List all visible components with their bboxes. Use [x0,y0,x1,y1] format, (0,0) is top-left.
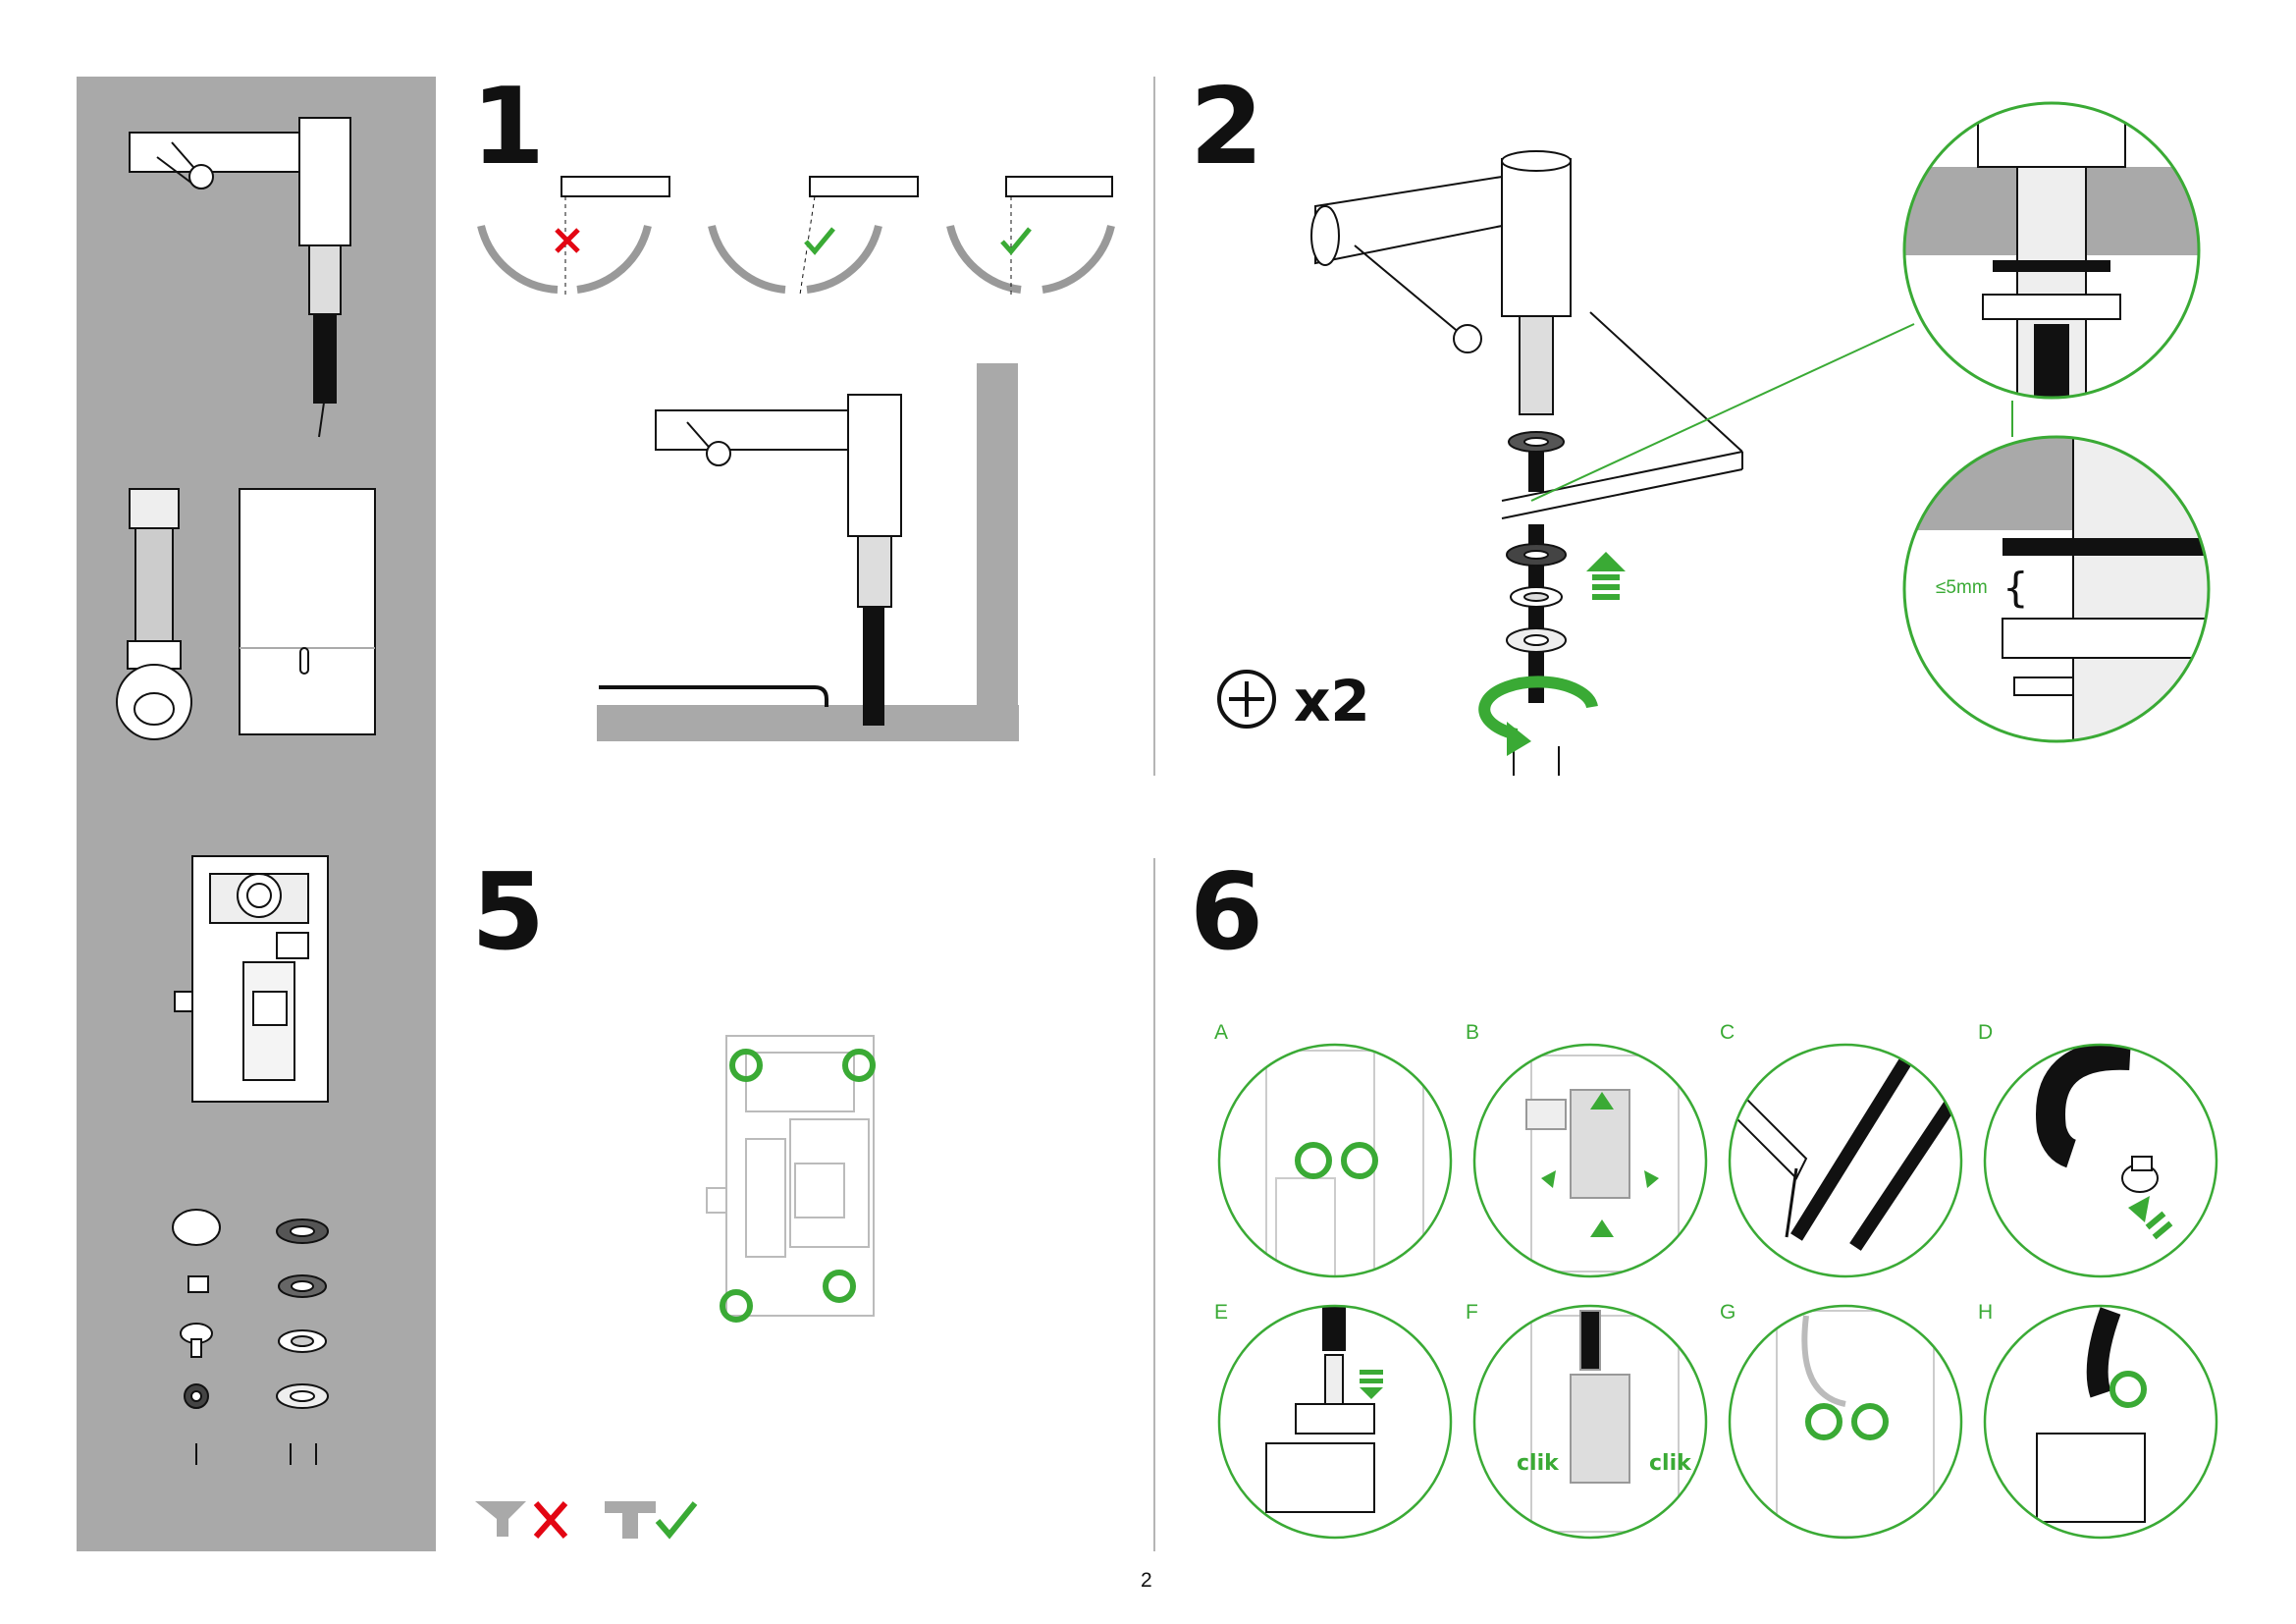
basin-wrong [477,176,670,295]
sub-step-a: A [1214,1021,1229,1044]
sub-step-g: G [1720,1301,1736,1324]
rotate-arrow-icon [1478,676,1598,740]
basin-right-2 [946,176,1115,295]
sub-step-d: D [1978,1021,1994,1044]
cross-icon [553,226,582,255]
rotate-arrow-icon [720,1049,876,1323]
small-parts [172,1209,329,1465]
gap-measurement: ≤5mm [1936,577,1988,598]
basin-right-1 [708,176,919,296]
template-card [239,488,376,735]
tap-step2 [1310,150,1572,776]
sub-step-b: B [1466,1021,1480,1044]
sub-step-h: H [1978,1301,1994,1324]
page-number: 2 [1141,1569,1152,1592]
sub-step-f: F [1466,1301,1478,1324]
brace-glyph: { [2002,564,2029,612]
trap-right-icon [601,1497,699,1542]
control-box-part [174,855,329,1103]
screw-count: x2 [1294,668,1370,734]
trap-wrong-icon [471,1497,579,1542]
step-number-5: 5 [471,851,545,974]
check-icon [999,226,1033,255]
tap-part [129,117,351,438]
clik-label-left: clik [1517,1451,1559,1476]
sub-step-c: C [1720,1021,1735,1044]
check-icon [803,226,836,255]
divider-bottom [1153,858,1155,1551]
sub-step-e: E [1214,1301,1229,1324]
push-up-arrow-icon [1586,552,1626,600]
step-number-2: 2 [1190,66,1263,189]
zoom-circle-top [1902,101,2201,400]
step-number-6: 6 [1190,851,1263,974]
tap-near-wall [597,363,1019,741]
phillips-screw-icon [1215,668,1278,731]
step-number-1: 1 [471,66,545,189]
divider-top [1153,77,1155,776]
clik-label-right: clik [1649,1451,1691,1476]
parts-panel [77,77,436,1551]
hose-part [116,488,192,740]
